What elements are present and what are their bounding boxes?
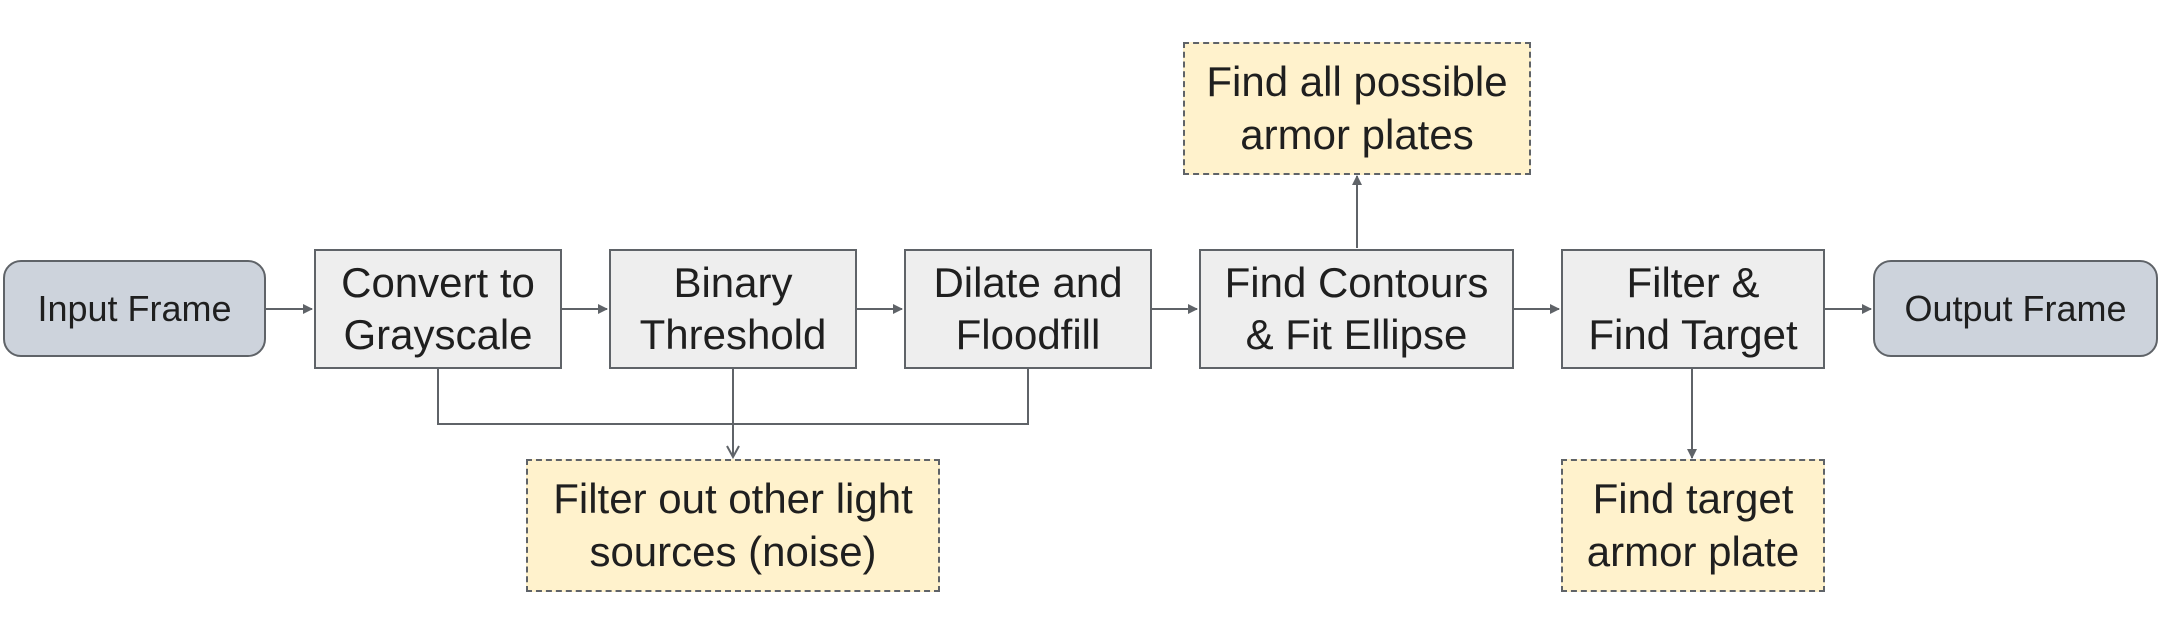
input-frame-label: Input Frame — [37, 288, 232, 329]
input-frame-node: Input Frame — [3, 260, 266, 357]
note-find-target-plate-label: Find target armor plate — [1586, 475, 1800, 575]
find-contours-node: Find Contours & Fit Ellipse — [1199, 249, 1514, 369]
convert-grayscale-node: Convert to Grayscale — [314, 249, 562, 369]
note-filter-noise: Filter out other light sources (noise) — [526, 459, 940, 592]
binary-threshold-label: Binary Threshold — [639, 258, 827, 359]
note-filter-noise-label: Filter out other light sources (noise) — [553, 475, 913, 575]
find-contours-label: Find Contours & Fit Ellipse — [1224, 258, 1489, 359]
filter-find-target-label: Filter & Find Target — [1588, 258, 1798, 359]
note-find-plates: Find all possible armor plates — [1183, 42, 1531, 175]
note-find-plates-label: Find all possible armor plates — [1206, 58, 1508, 158]
note-find-target-plate: Find target armor plate — [1561, 459, 1825, 592]
output-frame-node: Output Frame — [1873, 260, 2158, 357]
binary-threshold-node: Binary Threshold — [609, 249, 857, 369]
dilate-floodfill-node: Dilate and Floodfill — [904, 249, 1152, 369]
output-frame-label: Output Frame — [1904, 288, 2127, 329]
convert-grayscale-label: Convert to Grayscale — [341, 258, 535, 359]
filter-find-target-node: Filter & Find Target — [1561, 249, 1825, 369]
dilate-floodfill-label: Dilate and Floodfill — [933, 258, 1123, 359]
